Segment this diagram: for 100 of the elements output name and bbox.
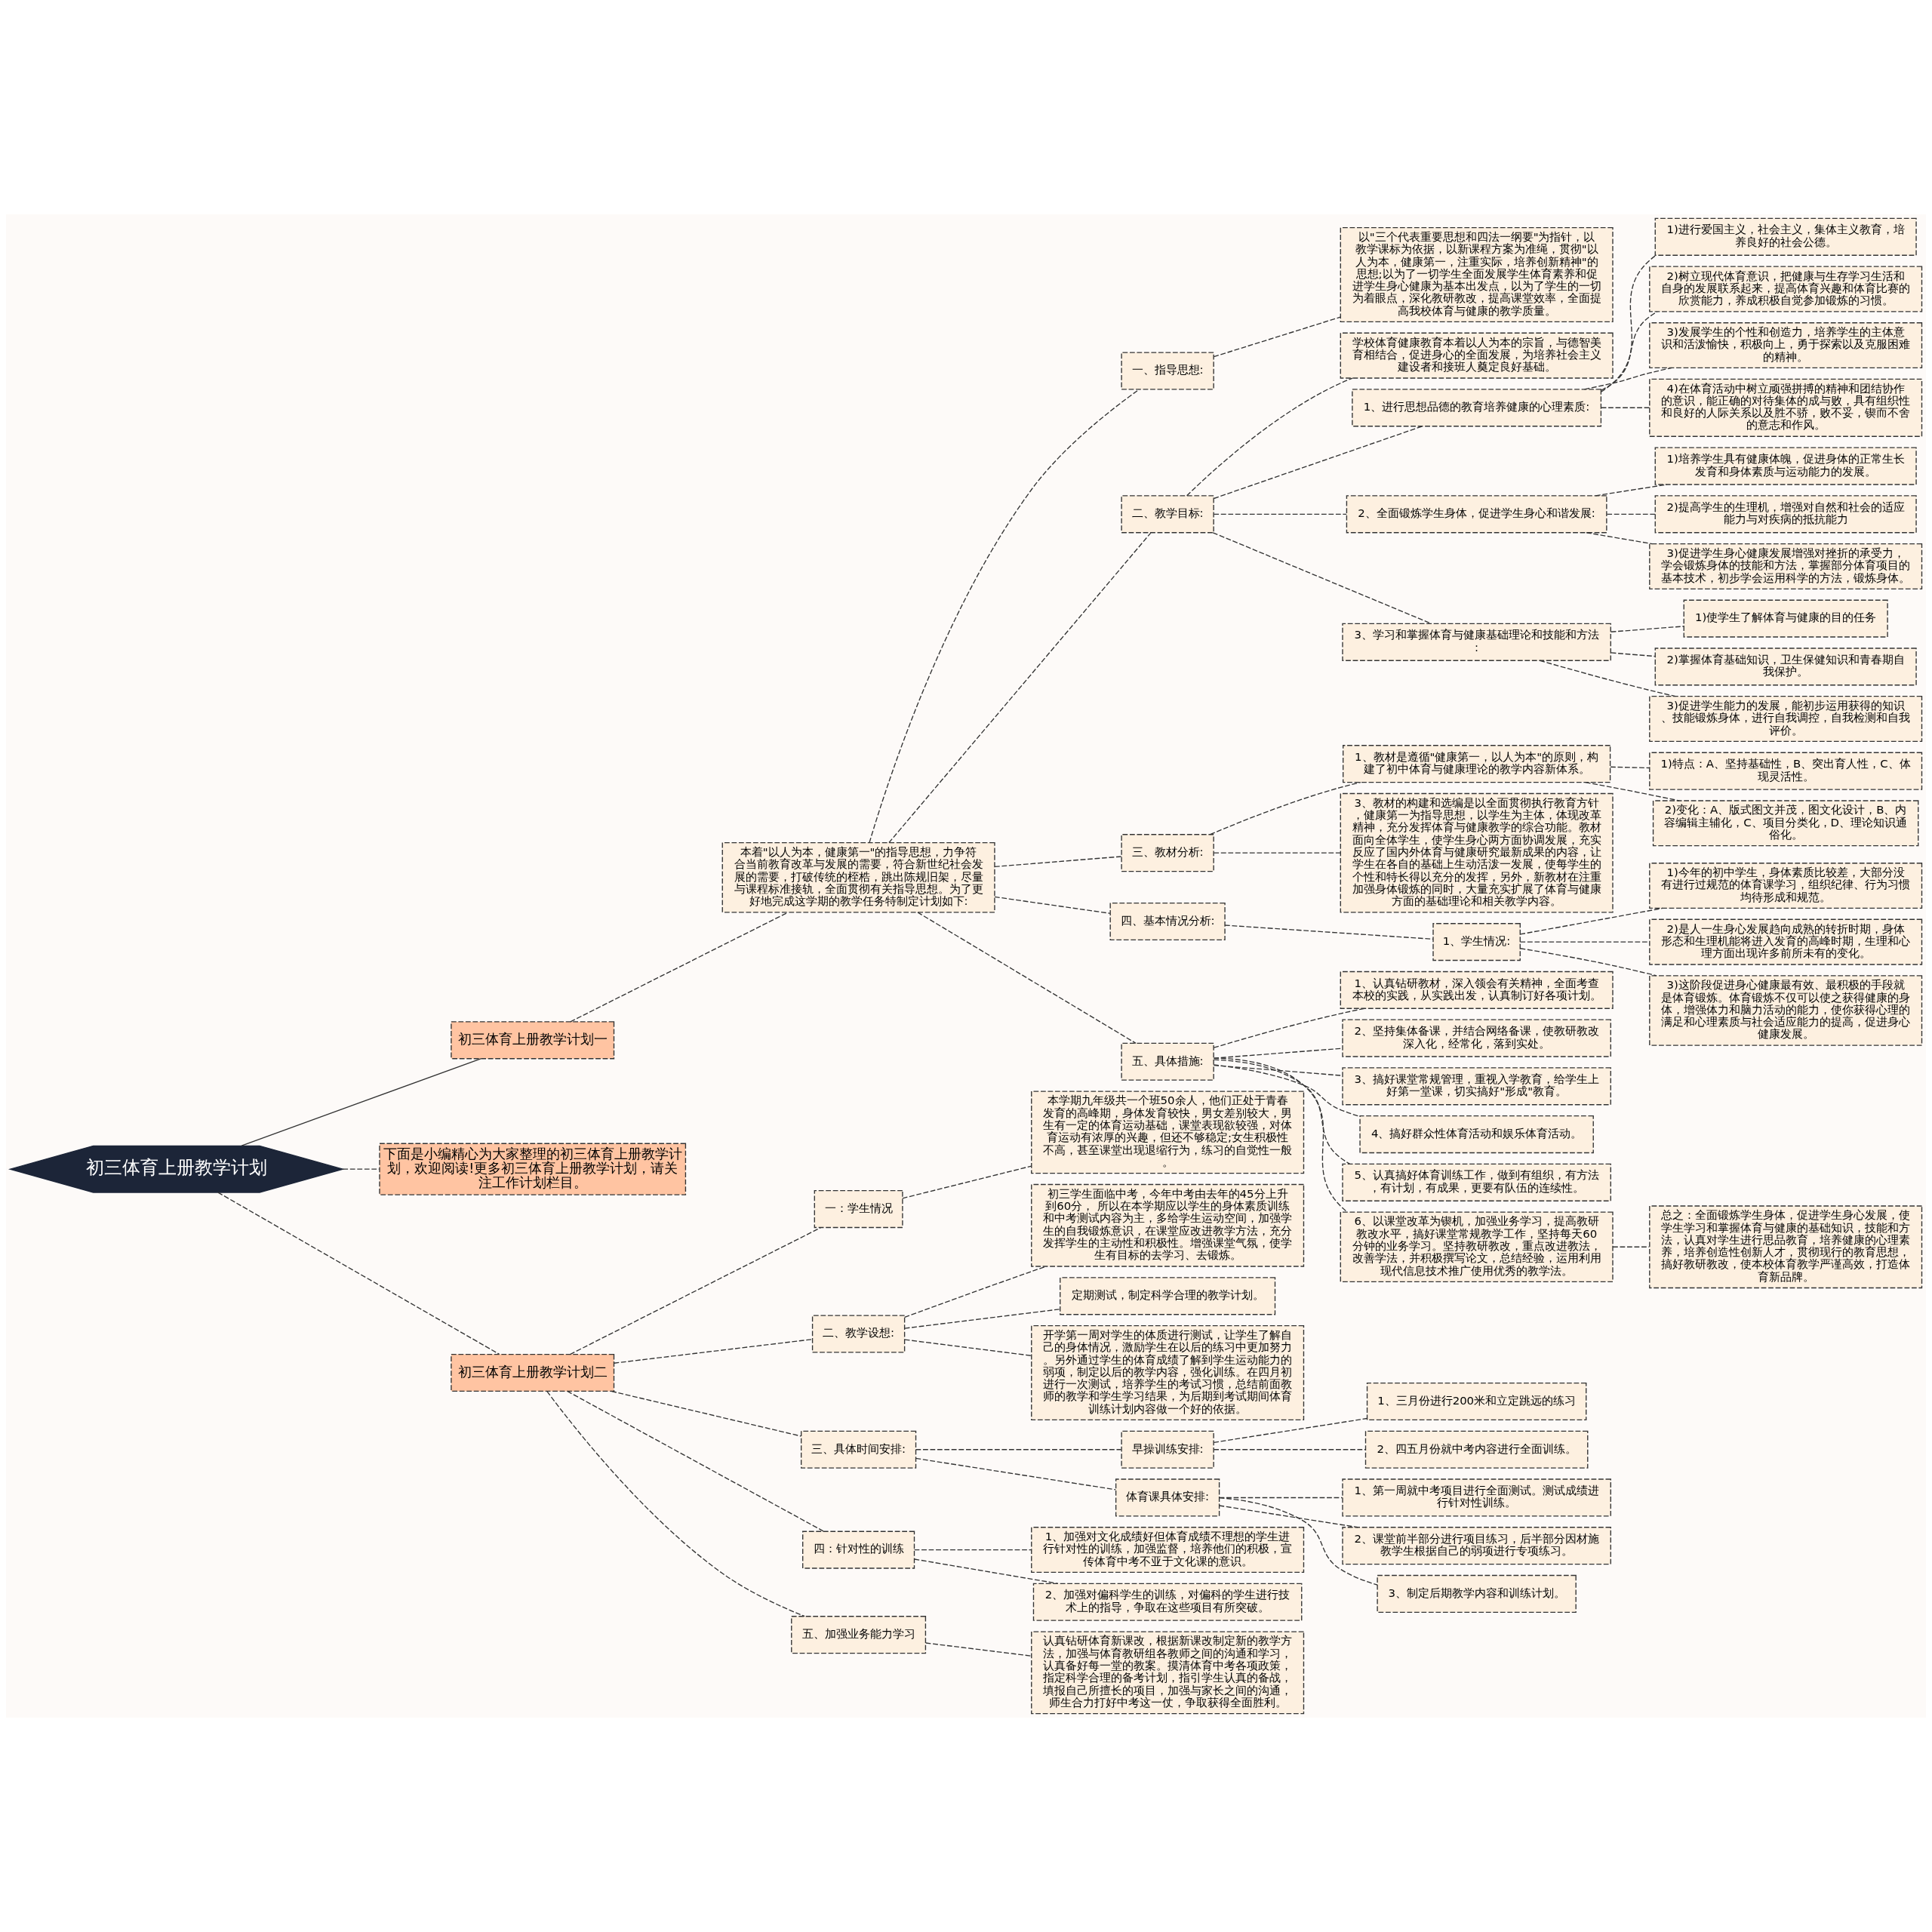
connector bbox=[1213, 513, 1347, 515]
node-box: 1)使学生了解体育与健康的目的任务 bbox=[1683, 599, 1888, 638]
node-box: 以"三个代表重要思想和四法一纲要"为指针，以教学课标为依据，以新课程方案为准绳，贯彻"以人为本，健康第一，注重实际，培养创新精神"的思想;以为了一切学生全面发展学生体育素养和促进学生身心健康为基本出发点，以为了学生的一切为着眼点，深化教研教改，提高课堂效率，全面提高我校体育与健康的教学质量。 bbox=[1340, 226, 1614, 323]
connector bbox=[902, 1165, 1032, 1199]
node-box: 初三体育上册教学计划二 bbox=[451, 1353, 615, 1392]
node-box: 下面是小编精心为大家整理的初三体育上册教学计划，欢迎阅读!更多初三体育上册教学计划，请关注工作计划栏目。 bbox=[379, 1143, 687, 1195]
node-box: 三、教材分析: bbox=[1121, 834, 1214, 872]
node-box: 2、全面锻炼学生身体，促进学生身心和谐发展: bbox=[1346, 495, 1607, 534]
connector bbox=[611, 1390, 802, 1437]
connector bbox=[1213, 316, 1341, 358]
connector bbox=[1224, 924, 1434, 940]
node-box: 开学第一周对学生的体质进行测试，让学生了解自己的身体情况，激励学生在以后的练习中更加努力。另外通过学生的体育成绩了解到学生运动能力的弱项，制定以后的教学内容，强化训练。在四月初进行一次测试，培养学生的考试习惯，总结前面教师的教学和学生学习结果，为后期到考试期间体育训练计划内容做一个好的依据。 bbox=[1031, 1324, 1305, 1421]
node-box: 二、教学目标: bbox=[1121, 495, 1214, 534]
node-box: 初三学生面临中考，今年中考由去年的45分上升到60分， 所以在本学期应以学生的身体素质训练和中考测试内容为主，多给学生运动空间，加强学生的自我锻炼意识，在课堂应改进教学方法，充分发挥学生的主动性和积极性。增强课堂气氛，使学生有目标的去学习、去锻炼。 bbox=[1031, 1183, 1305, 1267]
node-box: 1、认真钻研教材，深入领会有关精神，全面考查本校的实践，从实践出发，认真制订好各项计划。 bbox=[1340, 971, 1614, 1009]
node-box: 1、第一周就中考项目进行全面测试。测试成绩进行针对性训练。 bbox=[1342, 1478, 1611, 1517]
node-box: 3)发展学生的个性和创造力，培养学生的主体意识和活泼愉快，积极向上，勇于探索以及克服困难的精神。 bbox=[1649, 322, 1923, 369]
node-box: 2)是人一生身心发展趋向成熟的转折时期，身体形态和生理机能将进入发育的高峰时期，生理和心理方面出现许多前所未有的变化。 bbox=[1649, 918, 1923, 965]
connector bbox=[915, 1457, 1117, 1491]
connector bbox=[994, 896, 1111, 914]
connector bbox=[888, 532, 1152, 844]
node-box: 学校体育健康教育本着以人为本的宗旨，与德智美育相结合，促进身心的全面发展，为培养社会主义建设者和接班人奠定良好基础。 bbox=[1340, 332, 1614, 379]
connector bbox=[1212, 532, 1432, 625]
node-box: 1)今年的初中学生，身体素质比较差，大部分没有进行过规范的体育课学习，组织纪律、行为习惯均待形成和规范。 bbox=[1649, 863, 1923, 909]
connector bbox=[1600, 254, 1657, 392]
connector bbox=[1610, 652, 1656, 657]
connector bbox=[1218, 1505, 1358, 1528]
node-box: 初三体育上册教学计划一 bbox=[451, 1021, 615, 1060]
connector bbox=[1601, 407, 1651, 408]
node-box: 早操训练安排: bbox=[1121, 1430, 1214, 1469]
connector bbox=[994, 856, 1122, 868]
connector bbox=[904, 1339, 1032, 1356]
node-box: 3、学习和掌握体育与健康基础理论和技能和方法: bbox=[1342, 623, 1611, 661]
connector bbox=[569, 1227, 822, 1355]
connector bbox=[917, 912, 1137, 1044]
node-box: 5、认真搞好体育训练工作，做到有组织，有方法，有计划，有成果，更要有队伍的连续性。 bbox=[1342, 1163, 1611, 1201]
node-box: 3、制定后期教学内容和训练计划。 bbox=[1377, 1574, 1577, 1613]
connector bbox=[914, 1558, 1059, 1584]
node-box: 四、基本情况分析: bbox=[1109, 902, 1226, 941]
connector bbox=[1213, 1449, 1366, 1451]
node-box: 2)变化：A、版式图文并茂，图文化设计，B、内容编辑主辅化，C、项目分类化，D、理论知识通俗化。 bbox=[1652, 800, 1919, 847]
node-box: 一、指导思想: bbox=[1121, 352, 1214, 390]
connector bbox=[925, 1642, 1032, 1657]
node-box: 四：针对性的训练 bbox=[802, 1531, 915, 1569]
connector bbox=[904, 1309, 1061, 1329]
connector bbox=[567, 1390, 824, 1532]
node-box: 体育课具体安排: bbox=[1115, 1478, 1220, 1517]
node-box: 4、搞好群众性体育活动和娱乐体育活动。 bbox=[1359, 1115, 1594, 1154]
node-box: 2、坚持集体备课，并结合网络备课，使教研教改深入化，经常化，落到实处。 bbox=[1342, 1019, 1611, 1057]
connector bbox=[1519, 907, 1663, 935]
connector bbox=[1213, 1057, 1348, 1213]
node-box: 认真钻研体育新课改，根据新课改制定新的教学方法，加强与体育教研组各教师之间的沟通和学习，认真备好每一堂的教案。摸清体育中考各项政策，指定科学合理的备考计划，指引学生认真的备战，填报自己所擅长的项目，加强与家长之间的沟通，师生合力打好中考这一仗，争取获得全面胜利。 bbox=[1031, 1631, 1305, 1715]
connector bbox=[915, 1449, 1122, 1451]
connector bbox=[546, 1391, 805, 1617]
node-box: 2、四五月份就中考内容进行全面训练。 bbox=[1364, 1430, 1589, 1469]
node-box: 1)进行爱国主义，社会主义，集体主义教育，培养良好的社会公德。 bbox=[1654, 217, 1917, 256]
node-box: 本学期九年级共一个班50余人，他们正处于青春发育的高峰期，身体发育较快，男女差别较大，男生有一定的体育运动基础，课堂表现欲较强，对体育运动有浓厚的兴趣，但还不够稳定;女生积极性不高，甚至课堂出现退缩行为，练习的自觉性一般。 bbox=[1031, 1091, 1305, 1174]
connector bbox=[1606, 513, 1656, 515]
connector bbox=[1610, 766, 1650, 769]
node-box: 2、加强对偏科学生的训练，对偏科的学生进行技术上的指导，争取在这些项目有所突破。 bbox=[1032, 1583, 1303, 1621]
node-box: 2)树立现代体育意识，把健康与生存学习生活和自身的发展联系起来，提高体育兴趣和体育比赛的欣赏能力，养成积极自觉参加锻炼的习惯。 bbox=[1649, 266, 1923, 312]
connector bbox=[904, 1266, 1047, 1318]
node-box: 总之：全面锻炼学生身体，促进学生身心发展，使学生学习和掌握体育与健康的基础知识，技能和方法，认真对学生进行思品教育，培养健康的心理素养，培养创造性创新人才，贯彻现行的教育思想，搞好教研教改，使本校体育教学严谨高效，打造体育新品牌。 bbox=[1649, 1205, 1923, 1289]
node-box: 1、学生情况: bbox=[1432, 923, 1521, 961]
connector bbox=[1585, 781, 1680, 801]
connector bbox=[1213, 1059, 1351, 1165]
node-box: 定期测试，制定科学合理的教学计划。 bbox=[1060, 1277, 1276, 1315]
connector bbox=[1213, 852, 1341, 854]
node-box: 2)提高学生的生理机，增强对自然和社会的适应能力与对疾病的抵抗能力 bbox=[1654, 495, 1917, 534]
connector bbox=[1209, 782, 1361, 835]
connector bbox=[342, 1168, 380, 1170]
connector bbox=[914, 1549, 1032, 1551]
node-box: 2、课堂前半部分进行项目练习，后半部分因材施教学生根据自己的弱项进行专项练习。 bbox=[1342, 1527, 1611, 1565]
node-box: 1、教材是遵循"健康第一，以人为本"的原则，构建了初中体育与健康理论的教学内容新体系。 bbox=[1343, 745, 1611, 783]
connector bbox=[1610, 626, 1684, 632]
node-box: 1、加强对文化成绩好但体育成绩不理想的学生进行针对性的训练，加强监督，培养他们的积极，宣传体育中考不亚于文化课的意识。 bbox=[1031, 1527, 1305, 1574]
connector bbox=[1612, 1246, 1650, 1247]
connector bbox=[217, 1192, 500, 1355]
node-box: 1、进行思想品德的教育培养健康的心理素质: bbox=[1352, 389, 1602, 427]
connector bbox=[869, 389, 1140, 843]
connector bbox=[1219, 1497, 1378, 1586]
node-box: 三、具体时间安排: bbox=[801, 1430, 917, 1469]
node-box: 3)这阶段促进身心健康最有效、最积极的手段就是体育锻炼。体育锻炼不仅可以使之获得健康的身体，增强体力和脑力活动的能力，使你获得心理的满足和心理素质与社会适应能力的提高，促进身心健康发展。 bbox=[1649, 975, 1923, 1046]
connector bbox=[1600, 311, 1658, 391]
connector bbox=[570, 912, 789, 1023]
connector bbox=[1186, 377, 1353, 497]
node-box: 1)特点：A、坚持基础性，B、突出育人性，C、体现灵活性。 bbox=[1649, 752, 1923, 790]
node-box: 2)掌握体育基础知识，卫生保健知识和青春期自我保护。 bbox=[1654, 648, 1917, 686]
connector bbox=[1586, 532, 1653, 545]
node-box: 一：学生情况 bbox=[814, 1189, 903, 1229]
connector bbox=[1213, 1417, 1368, 1443]
node-box: 1、三月份进行200米和立定跳远的练习 bbox=[1366, 1382, 1587, 1421]
connector bbox=[614, 1339, 814, 1364]
node-box: 3、教材的构建和选编是以全面贯彻执行教育方针，健康第一为指导思想，以学生为主体，体现改革精神，充分发挥体育与健康教学的综合功能。教材面向全体学生，使学生身心两方面协调发展，充实反应了国内外体育与健康研究最新成果的内容，让学生在各自的基础上生动活泼一发展，使每学生的个性和特长得以充分的发挥，另外，新教材在注重加强身体锻炼的同时，大量充实扩展了体育与健康方面的基础理论和相关教学内容。 bbox=[1340, 792, 1614, 913]
node-box: 1)培养学生具有健康体魄，促进身体的正常生长发育和身体素质与运动能力的发展。 bbox=[1654, 447, 1917, 485]
node-box: 本着"以人为本，健康第一"的指导思想，力争符合当前教育改革与发展的需要，符合新世纪社会发展的需要，打破传统的桎梏，跳出陈规旧架，尽量与课程标准接轨，全面贯彻有关指导思想。为了更好地完成这学期的教学任务特制定计划如下: bbox=[721, 841, 995, 913]
connector bbox=[241, 1058, 481, 1146]
node-box: 二、教学设想: bbox=[811, 1315, 906, 1353]
node-box: 五、加强业务能力学习 bbox=[791, 1616, 927, 1654]
connector bbox=[1583, 367, 1672, 390]
